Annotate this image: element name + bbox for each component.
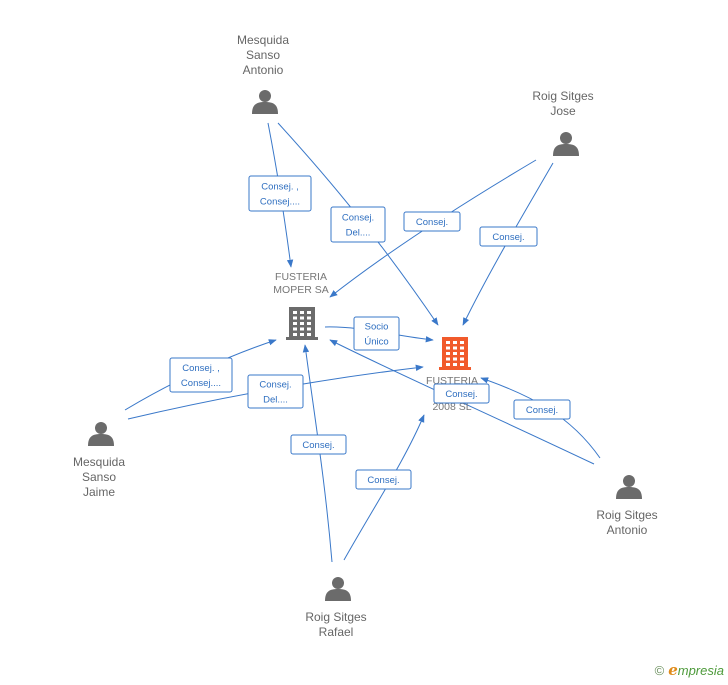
person-name: Roig Sitges (596, 508, 657, 522)
edge-label-box (355, 469, 412, 490)
edge-label-text: Consej. , (182, 363, 220, 374)
edge-label-e7[interactable]: Consej. Del.... (247, 374, 304, 409)
building-icon (286, 307, 318, 340)
person-name: Mesquida (73, 455, 125, 469)
edge-label-text: Del.... (346, 228, 371, 239)
person-name: Antonio (243, 63, 284, 77)
edge-label-text: Del.... (263, 395, 288, 406)
person-name: Sanso (82, 470, 116, 484)
person-name: Sanso (246, 48, 280, 62)
edge-label-box (479, 226, 538, 247)
brand-logo-text: mpresia (677, 663, 724, 678)
person-name: Rafael (319, 625, 354, 639)
edge-label-text: Consej.... (260, 197, 300, 208)
brand-logo-initial: e (668, 661, 678, 679)
edge-label-e3[interactable]: Consej. (403, 211, 461, 232)
edge-label-text: Consej. (416, 217, 448, 228)
edge-label-box (290, 434, 347, 455)
person-icon (553, 132, 579, 156)
edge-labels-layer: Consej. ,Consej....Consej.Del....Consej.… (169, 175, 571, 490)
person-name: Mesquida (237, 33, 289, 47)
company-name: 2008 SL (432, 401, 471, 413)
edge-label-e8[interactable]: Consej. (290, 434, 347, 455)
edge-label-box (353, 316, 400, 351)
edge-label-text: Consej.... (181, 378, 221, 389)
edge-label-box (169, 357, 233, 393)
edge-label-box (433, 383, 490, 404)
edge-label-text: Socio (365, 322, 389, 333)
edge-label-text: Único (364, 337, 388, 348)
edge-label-e1[interactable]: Consej. , Consej.... (248, 175, 312, 212)
edge-label-box (247, 374, 304, 409)
person-name: Antonio (607, 523, 648, 537)
edge-label-text: Consej. , (261, 182, 299, 193)
building-icon (439, 337, 471, 370)
edge-label-e11[interactable]: Consej. (513, 399, 571, 420)
edge-label-text: Consej. (342, 213, 374, 224)
person-name: Jose (550, 104, 576, 118)
edge-label-text: Consej. (302, 440, 334, 451)
edge-label-box (513, 399, 571, 420)
person-icon (325, 577, 351, 601)
edge-label-text: Consej. (492, 232, 524, 243)
company-name: MOPER SA (273, 284, 328, 296)
edge-label-e4[interactable]: Consej. (479, 226, 538, 247)
copyright-symbol: © (654, 663, 665, 678)
person-icon (88, 422, 114, 446)
edge-label-text: Consej. (367, 475, 399, 486)
edge-label-text: Consej. (259, 380, 291, 391)
person-name: Roig Sitges (532, 89, 593, 103)
company-name: FUSTERIA (275, 271, 327, 283)
person-name: Jaime (83, 485, 115, 499)
person-name: Roig Sitges (305, 610, 366, 624)
edge-label-text: Consej. (526, 405, 558, 416)
edge-label-e6[interactable]: Consej. , Consej.... (169, 357, 233, 393)
person-icon (252, 90, 278, 114)
edge-label-box (403, 211, 461, 232)
person-icon (616, 475, 642, 499)
edge-label-e10[interactable]: Consej. (433, 383, 490, 404)
edge-label-text: Consej. (445, 389, 477, 400)
footer-brand[interactable]: ©empresia (655, 661, 724, 679)
edge-label-e9[interactable]: Consej. (355, 469, 412, 490)
edge-label-box (330, 206, 386, 243)
edge-label-e2[interactable]: Consej. Del.... (330, 206, 386, 243)
edge-label-box (248, 175, 312, 212)
